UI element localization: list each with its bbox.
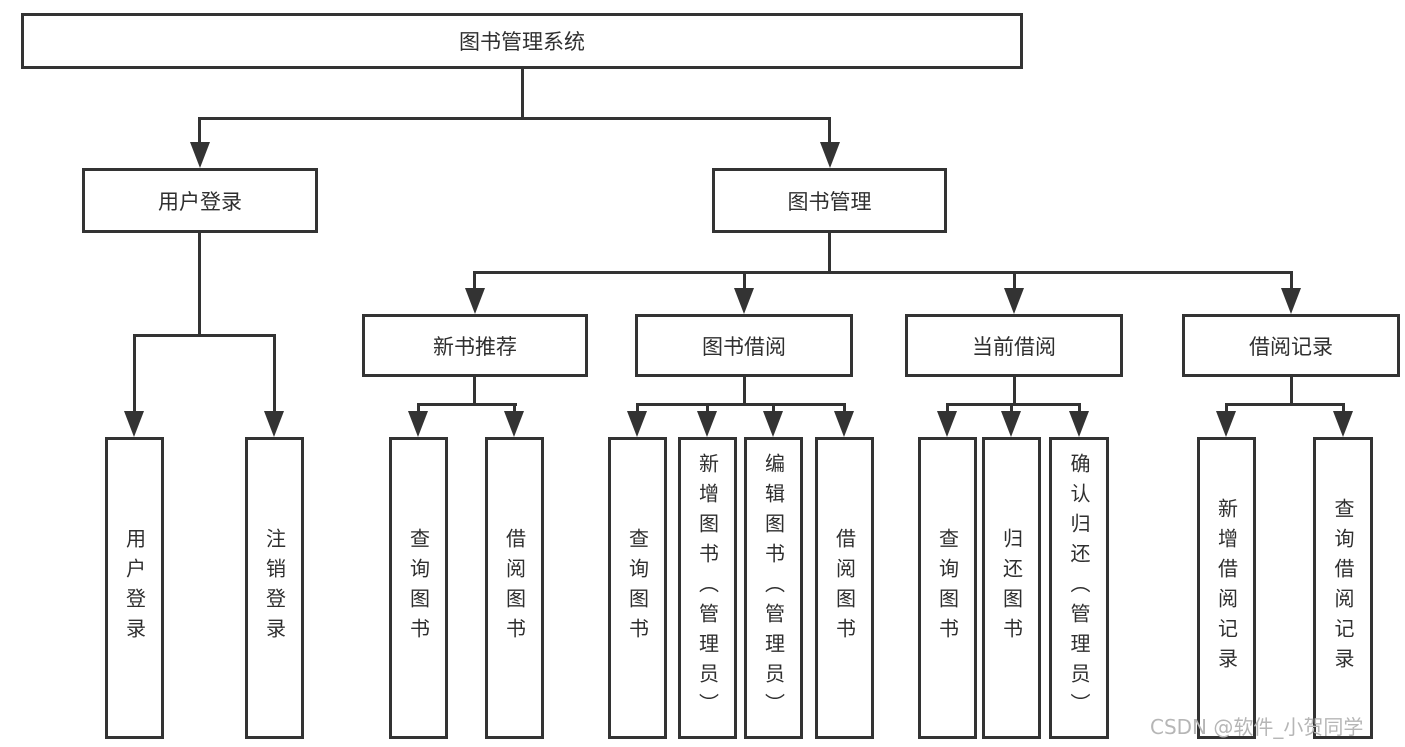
arrow-down-icon [697, 411, 717, 437]
connector-stub-line [513, 403, 516, 413]
leaf-label: 新增借阅记录 [1214, 498, 1239, 678]
arrow-down-icon [734, 288, 754, 314]
arrow-down-icon [1069, 411, 1089, 437]
csdn-watermark: CSDN @软件_小贺同学 [1150, 715, 1364, 739]
leaf-label: 确认归还（管理员） [1067, 453, 1091, 723]
arrow-down-icon [1281, 288, 1301, 314]
connector-stub-line [1078, 403, 1081, 413]
arrow-down-icon [124, 411, 144, 437]
node-user-login: 用户登录 [82, 168, 318, 233]
node-new-book-recommend: 新书推荐 [362, 314, 588, 377]
leaf-query-books-recommend: 查询图书 [389, 437, 448, 739]
arrow-down-icon [763, 411, 783, 437]
arrow-down-icon [190, 142, 210, 168]
leaf-query-borrow-record: 查询借阅记录 [1313, 437, 1373, 739]
connector-user-login-stub-line [198, 117, 201, 145]
arrow-down-icon [1004, 288, 1024, 314]
leaf-label: 查询图书 [406, 528, 431, 648]
leaf-query-books-borrowing: 查询图书 [608, 437, 667, 739]
arrow-down-icon [264, 411, 284, 437]
connector-stub-line [843, 403, 846, 413]
connector-horizontal-line [946, 403, 1081, 406]
leaf-confirm-return-admin: 确认归还（管理员） [1049, 437, 1109, 739]
connector-book-mgmt-down-line [828, 232, 831, 274]
connector-stub-line [133, 334, 136, 413]
connector-stub-line [1225, 403, 1228, 413]
arrow-down-icon [465, 288, 485, 314]
leaf-label: 新增图书（管理员） [695, 453, 720, 723]
connector-stub-line [946, 403, 949, 413]
leaf-label: 编辑图书（管理员） [761, 453, 786, 723]
connector-horizontal-line [417, 403, 517, 406]
connector-stub-line [1342, 403, 1345, 413]
leaf-user-login: 用户登录 [105, 437, 164, 739]
connector-stub-line [1290, 271, 1293, 291]
node-label: 图书管理系统 [459, 30, 585, 54]
leaf-label: 查询借阅记录 [1331, 498, 1355, 678]
connector-stub-line [706, 403, 709, 413]
node-book-borrowing: 图书借阅 [635, 314, 853, 377]
connector-horizontal-line [1225, 403, 1345, 406]
arrow-down-icon [937, 411, 957, 437]
leaf-add-borrow-record: 新增借阅记录 [1197, 437, 1256, 739]
node-root-library-system: 图书管理系统 [21, 13, 1023, 69]
leaf-logout: 注销登录 [245, 437, 304, 739]
connector-stub-line [1010, 403, 1013, 413]
node-label: 新书推荐 [433, 334, 517, 359]
connector-level2-horizontal-line [198, 117, 831, 120]
connector-down-line [1013, 376, 1016, 406]
arrow-down-icon [627, 411, 647, 437]
connector-stub-line [636, 403, 639, 413]
node-label: 当前借阅 [972, 334, 1056, 359]
connector-horizontal-line [636, 403, 846, 406]
arrow-down-icon [834, 411, 854, 437]
connector-stub-line [772, 403, 775, 413]
leaf-borrow-books-recommend: 借阅图书 [485, 437, 544, 739]
arrow-down-icon [1216, 411, 1236, 437]
node-label: 用户登录 [158, 189, 242, 214]
arrow-down-icon [1001, 411, 1021, 437]
arrow-down-icon [504, 411, 524, 437]
connector-user-login-down-line [198, 232, 201, 337]
connector-stub-line [417, 403, 420, 413]
leaf-label: 查询图书 [625, 528, 650, 648]
arrow-down-icon [1333, 411, 1353, 437]
leaf-borrow-books: 借阅图书 [815, 437, 874, 739]
connector-root-down-line [521, 68, 524, 119]
node-current-borrowing: 当前借阅 [905, 314, 1123, 377]
leaf-label: 查询图书 [935, 528, 960, 648]
node-label: 借阅记录 [1249, 334, 1333, 359]
node-book-management: 图书管理 [712, 168, 947, 233]
arrow-down-icon [820, 142, 840, 168]
connector-level3-horizontal-line [473, 271, 1293, 274]
leaf-query-books-current: 查询图书 [918, 437, 977, 739]
node-label: 图书借阅 [702, 334, 786, 359]
connector-book-mgmt-stub-line [828, 117, 831, 145]
connector-stub-line [273, 334, 276, 413]
leaf-label: 注销登录 [262, 528, 287, 648]
connector-down-line [473, 376, 476, 406]
leaf-label: 借阅图书 [832, 528, 857, 648]
node-label: 图书管理 [787, 189, 872, 214]
leaf-add-books-admin: 新增图书（管理员） [678, 437, 737, 739]
connector-down-line [1290, 376, 1293, 406]
leaf-label: 借阅图书 [502, 528, 527, 648]
connector-down-line [743, 376, 746, 406]
arrow-down-icon [408, 411, 428, 437]
connector-stub-line [743, 271, 746, 291]
leaf-label: 用户登录 [122, 528, 147, 648]
leaf-return-books: 归还图书 [982, 437, 1041, 739]
connector-user-login-horizontal-line [133, 334, 276, 337]
connector-stub-line [473, 271, 476, 291]
leaf-label: 归还图书 [999, 528, 1024, 648]
leaf-edit-books-admin: 编辑图书（管理员） [744, 437, 803, 739]
connector-stub-line [1013, 271, 1016, 291]
node-borrowing-records: 借阅记录 [1182, 314, 1400, 377]
